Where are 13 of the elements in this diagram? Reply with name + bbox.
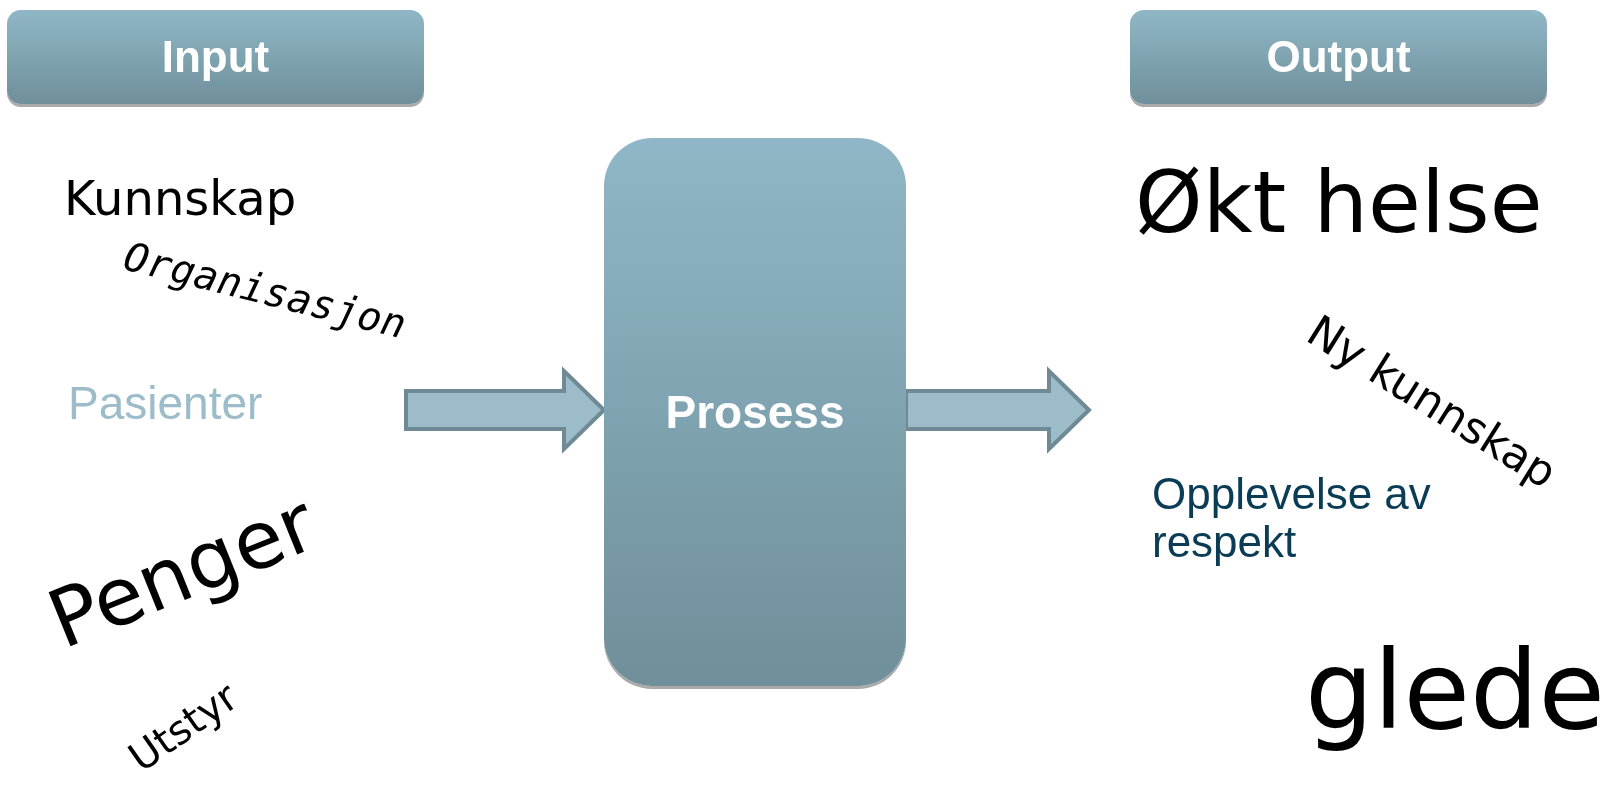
node-label: Input — [161, 32, 270, 82]
label-text: Økt helse — [1135, 155, 1543, 250]
label-text: Pasienter — [68, 378, 263, 429]
label-text: Kunnskap — [64, 172, 297, 225]
node-label: Output — [1266, 32, 1411, 82]
block-arrow — [904, 366, 1092, 454]
header-box — [1130, 10, 1547, 104]
label-text: Opplevelse av respekt — [1152, 470, 1431, 567]
process-box — [604, 138, 906, 686]
header-box — [7, 10, 424, 104]
label-text: glede — [1305, 632, 1603, 751]
node-label: Prosess — [665, 385, 845, 439]
block-arrow — [404, 366, 607, 454]
